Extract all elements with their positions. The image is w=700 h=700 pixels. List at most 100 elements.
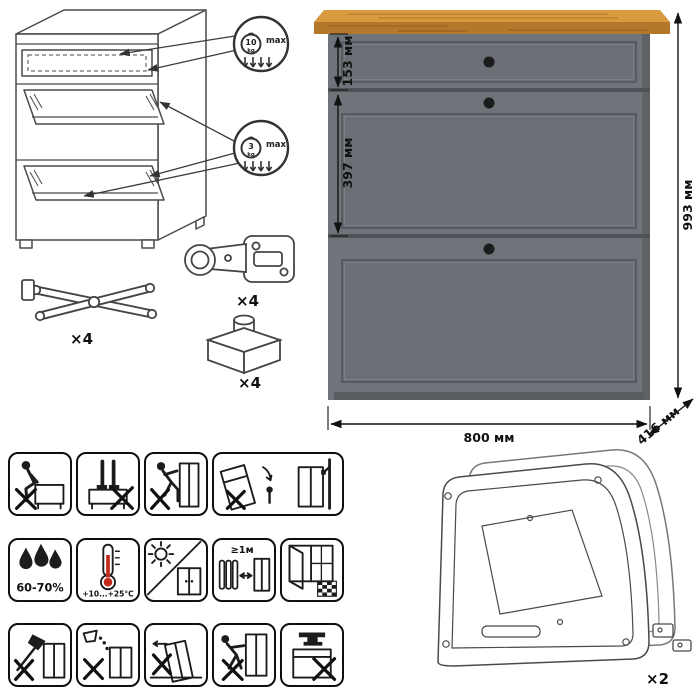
- person-climbing: [156, 462, 180, 503]
- flap-load-value: 3: [248, 142, 254, 151]
- checker-pattern: [317, 580, 337, 597]
- dimension-lines: [327, 12, 694, 436]
- no-impact-icon: [14, 634, 66, 681]
- no-overload-icon: [292, 632, 337, 681]
- cabinet: [34, 484, 65, 510]
- window-ventilation-icon: [288, 544, 337, 597]
- sun-icon: [147, 540, 175, 568]
- prohibition-x-icon: [150, 488, 171, 510]
- euro-hinge-icon: [184, 235, 295, 283]
- liquid-drops: [98, 636, 109, 651]
- humidity-icon: 60-70%: [16, 543, 64, 595]
- lid-stay-hardware: ×4: [21, 279, 158, 348]
- foot-right: [141, 239, 155, 249]
- tipping-cabinet: [219, 464, 273, 511]
- wardrobe: [253, 557, 271, 592]
- door-knob: [483, 97, 495, 109]
- anchor-to-wall-icon: [219, 458, 331, 511]
- tipping-anchor-warning: [212, 452, 344, 516]
- wireframe-cabinet-diagram: 10 kg max 3 kg max: [15, 9, 290, 249]
- drawer-front: [341, 41, 637, 83]
- prohibition-x-icon: [82, 658, 104, 681]
- wireframe-cabinet: [15, 9, 207, 249]
- no-sit-icon: [14, 460, 65, 510]
- wardrobe: [108, 646, 133, 679]
- prohibition-x-icon: [225, 489, 246, 510]
- anvil-icon: [298, 632, 326, 646]
- no-drag-warning: [144, 623, 208, 687]
- lid-stay-qty: ×4: [70, 330, 93, 348]
- ventilation-requirement: [280, 538, 344, 602]
- hinge-hardware: ×4: [184, 235, 295, 310]
- open-cabinet: [292, 648, 332, 679]
- no-direct-sunlight-icon: [146, 540, 202, 596]
- no-overload-warning: [280, 623, 344, 687]
- wardrobe: [176, 567, 202, 596]
- mounting-brackets: [652, 623, 692, 652]
- wardrobe: [42, 642, 66, 679]
- distance-arrow: [239, 572, 253, 579]
- heat-distance-icon: ≥1м: [218, 545, 271, 592]
- no-push-warning: [212, 623, 276, 687]
- window-icon: [288, 544, 334, 590]
- prohibition-x-icon: [221, 659, 244, 681]
- drawer-knob: [483, 56, 495, 68]
- drawer-load-max: max: [266, 36, 287, 46]
- open-drawer: [21, 49, 153, 77]
- humidity-value: 60-70%: [16, 582, 63, 595]
- no-impact-warning: [8, 623, 72, 687]
- wall-anchor: [297, 458, 331, 510]
- load-direction-arrows: [241, 57, 273, 68]
- drawer-load-value: 10: [245, 38, 257, 47]
- foot-qty: ×4: [238, 374, 261, 392]
- cabinet-render: 153 мм 397 мм 993 мм 800 мм 416 мм: [314, 10, 695, 448]
- temperature-requirement: +10...+25°С: [76, 538, 140, 602]
- pushing-person: [221, 635, 246, 670]
- dim-total-height: 993 мм: [680, 180, 695, 231]
- side-panel-qty: ×2: [646, 670, 669, 688]
- hinge-qty: ×4: [236, 292, 259, 310]
- tilted-cabinet: [163, 639, 194, 683]
- person-sitting: [21, 460, 39, 503]
- axe-icon: [16, 634, 46, 672]
- prohibition-x-icon: [312, 657, 337, 681]
- divider: [146, 540, 202, 596]
- no-sit-warning: [8, 452, 72, 516]
- dim-door-height: 397 мм: [340, 138, 355, 189]
- kettlebell-icon: 3 kg: [240, 136, 262, 159]
- dim-depth: 416 мм: [634, 403, 683, 447]
- pouring-container: [82, 629, 98, 643]
- foot-back: [195, 216, 205, 230]
- flip-door-1: [23, 89, 165, 125]
- load-direction-arrows: [241, 161, 273, 172]
- leader-lines: [83, 35, 241, 198]
- no-push-icon: [221, 633, 268, 681]
- cabinet: [178, 462, 200, 508]
- bottom-flip-door: [341, 243, 637, 383]
- mercury-bulb: [103, 577, 113, 587]
- prohibition-x-icon: [14, 488, 37, 510]
- prohibition-x-icon: [110, 486, 134, 510]
- heat-distance-requirement: ≥1м: [212, 538, 276, 602]
- wood-top: [314, 10, 670, 34]
- kettlebell-icon: 10 kg: [240, 32, 262, 55]
- distance-value: ≥1м: [231, 545, 254, 556]
- humidity-requirement: 60-70%: [8, 538, 72, 602]
- prohibition-x-icon: [151, 653, 172, 676]
- dim-drawer-height: 153 мм: [340, 36, 355, 87]
- mounting-bracket: [21, 279, 35, 301]
- no-stand-warning: [76, 452, 140, 516]
- drawer-load-unit: kg: [247, 48, 255, 54]
- cabinet-body: [328, 34, 650, 400]
- flap-load-unit: kg: [247, 152, 255, 158]
- flip-mechanism-panels: ×2: [437, 449, 692, 688]
- flap-load-callout: 3 kg max: [232, 119, 290, 177]
- temperature-icon: +10...+25°С: [82, 543, 134, 598]
- radiator-icon: [218, 559, 239, 590]
- no-climb-icon: [150, 462, 200, 510]
- flap-load-max: max: [266, 140, 287, 150]
- divider-1: [328, 88, 650, 92]
- foot-hardware: ×4: [205, 314, 283, 392]
- no-spill-warning: [76, 623, 140, 687]
- dim-width: 800 мм: [464, 430, 515, 445]
